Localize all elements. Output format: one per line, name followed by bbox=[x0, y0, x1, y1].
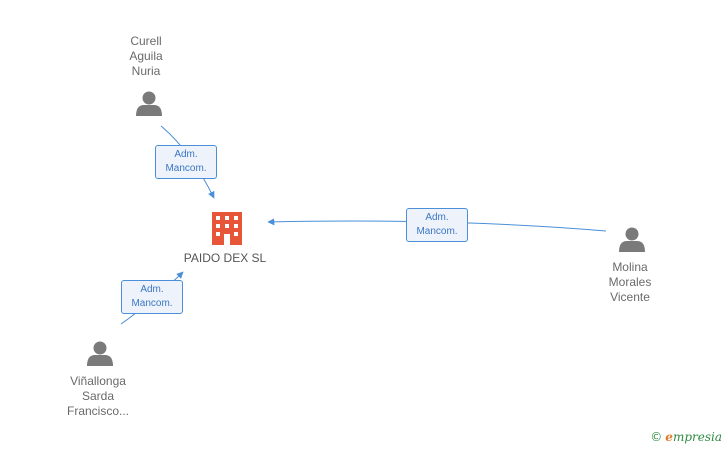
brand-logo: ©empresia bbox=[650, 430, 722, 444]
copyright-icon: © bbox=[650, 430, 663, 444]
person-name-vinallonga[interactable]: Viñallonga Sarda Francisco... bbox=[66, 374, 130, 418]
edge-label-line2: Mancom. bbox=[165, 163, 207, 174]
building-icon[interactable] bbox=[212, 212, 242, 245]
edge-label-line1: Adm. bbox=[425, 212, 449, 223]
company-name[interactable]: PAIDO DEX SL bbox=[183, 251, 267, 265]
person-name-curell[interactable]: Curell Aguila Nuria bbox=[129, 34, 163, 78]
person-icon-molina[interactable] bbox=[619, 227, 645, 253]
brand-initial: e bbox=[665, 430, 673, 444]
brand-name: mpresia bbox=[672, 430, 722, 444]
person-name-molina[interactable]: Molina Morales Vicente bbox=[608, 260, 652, 304]
edge-label-vinallonga[interactable]: Adm. Mancom. bbox=[121, 280, 183, 314]
person-icon-curell[interactable] bbox=[136, 91, 162, 117]
edge-label-molina[interactable]: Adm. Mancom. bbox=[406, 208, 468, 242]
edge-label-line2: Mancom. bbox=[131, 298, 173, 309]
edge-label-line1: Adm. bbox=[174, 149, 198, 160]
edge-label-line2: Mancom. bbox=[416, 226, 458, 237]
edge-label-curell[interactable]: Adm. Mancom. bbox=[155, 145, 217, 179]
edge-label-line1: Adm. bbox=[140, 284, 164, 295]
person-icon-vinallonga[interactable] bbox=[87, 341, 113, 367]
